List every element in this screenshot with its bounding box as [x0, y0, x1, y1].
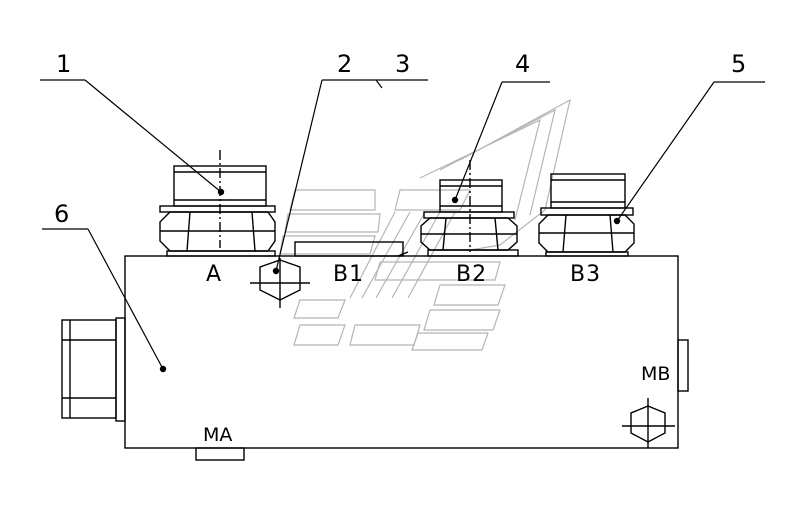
mb-boss [677, 339, 689, 392]
port-label-a: A [206, 262, 222, 287]
callout-3: 3 [395, 50, 410, 78]
watermark-logo [279, 98, 571, 351]
port-label-ma: MA [203, 424, 232, 446]
plug-2 [250, 241, 404, 308]
callout-1: 1 [56, 50, 71, 78]
callout-numbers: 1 2 3 4 5 6 [54, 50, 746, 228]
fitting-1 [159, 150, 276, 257]
fitting-5 [538, 173, 635, 257]
linework [40, 79, 765, 461]
callout-2: 2 [337, 50, 352, 78]
port-label-b3: B3 [570, 262, 601, 287]
callout-leaders [40, 79, 765, 370]
port-labels: A B1 B2 B3 MA MB [203, 262, 670, 446]
ma-boss [195, 447, 245, 461]
edge-mark [397, 251, 409, 257]
mb-plug [622, 398, 675, 448]
side-plug [61, 317, 126, 422]
port-label-b2: B2 [456, 262, 487, 287]
callout-5: 5 [731, 50, 746, 78]
fitting-4 [420, 160, 519, 257]
port-label-mb: MB [641, 363, 670, 385]
port-label-b1: B1 [333, 262, 364, 287]
callout-4: 4 [515, 50, 530, 78]
callout-6: 6 [54, 200, 69, 228]
